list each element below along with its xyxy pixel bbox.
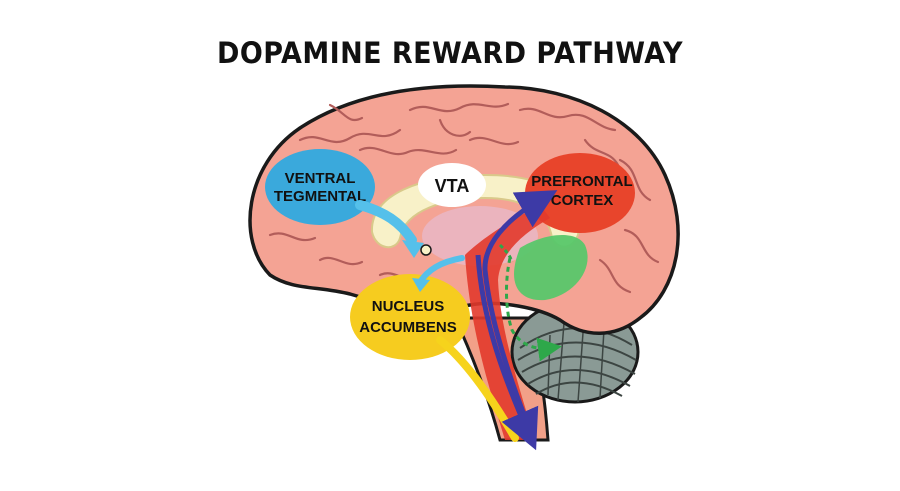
green-pathway-2 bbox=[498, 243, 514, 263]
blue-pathway-arrow bbox=[355, 200, 417, 245]
green-region bbox=[514, 234, 588, 301]
ventral-tegmental-region bbox=[265, 149, 375, 225]
blue-pathway-arrow-2 bbox=[417, 255, 465, 285]
ventral-tegmental-label-line2: TEGMENTAL bbox=[274, 188, 366, 205]
vta-node bbox=[420, 244, 432, 256]
nucleus-accumbens-label-line1: NUCLEUS bbox=[372, 298, 445, 315]
prefrontal-cortex-label-line2: CORTEX bbox=[551, 192, 614, 209]
vta-label: VTA bbox=[435, 176, 470, 196]
green-pathway bbox=[504, 257, 562, 362]
vta-region bbox=[418, 163, 486, 207]
diagram-title: DOPAMINE REWARD PATHWAY bbox=[217, 36, 683, 70]
prefrontal-cortex-label-line1: PREFRONTAL bbox=[531, 173, 632, 190]
ventral-tegmental-label-line1: VENTRAL bbox=[285, 170, 356, 187]
nucleus-accumbens-label-line2: ACCUMBENS bbox=[359, 319, 457, 336]
purple-pathway-down bbox=[475, 254, 539, 451]
purple-pathway-up bbox=[482, 190, 558, 431]
